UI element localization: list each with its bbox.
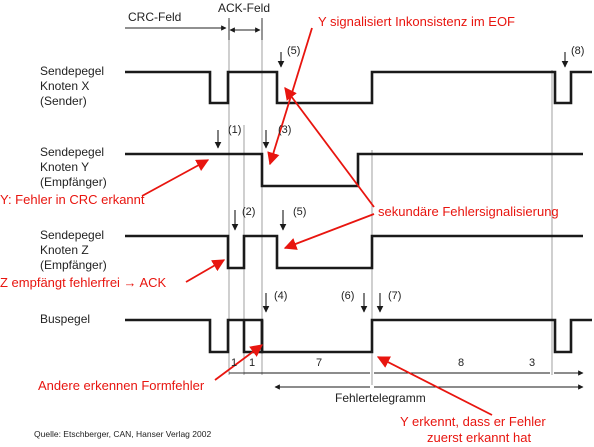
marker-6: (6) bbox=[341, 290, 355, 302]
source-citation: Quelle: Etschberger, CAN, Hanser Verlag … bbox=[34, 429, 212, 439]
arrow-y-crc bbox=[141, 159, 210, 197]
duration-lines bbox=[229, 370, 584, 390]
marker-8: (8) bbox=[571, 45, 585, 57]
waveform-bus-main bbox=[260, 318, 592, 354]
event-arrows bbox=[214, 52, 569, 313]
signal-label-z: Sendepegel Knoten Z (Empfänger) bbox=[40, 228, 107, 273]
marker-5a: (5) bbox=[287, 45, 301, 57]
signal-label-line: (Empfänger) bbox=[40, 175, 107, 189]
duration-8: 8 bbox=[458, 357, 465, 369]
duration-7: 7 bbox=[316, 357, 323, 369]
marker-4: (4) bbox=[274, 290, 288, 302]
annotation-y-eof: Y signalisiert Inkonsistenz im EOF bbox=[318, 14, 515, 29]
duration-1b: 1 bbox=[249, 357, 256, 369]
waveform-x bbox=[125, 70, 592, 105]
annotation-arrows bbox=[141, 27, 493, 416]
annotation-y-first-1: Y erkennt, dass er Fehler bbox=[400, 414, 546, 429]
annotation-y-first-2: zuerst erkannt hat bbox=[427, 430, 532, 445]
marker-1: (1) bbox=[228, 124, 242, 136]
waveforms bbox=[125, 70, 592, 354]
marker-2: (2) bbox=[242, 206, 256, 218]
signal-label-line: (Sender) bbox=[40, 94, 87, 108]
annotation-others: Andere erkennen Formfehler bbox=[38, 378, 205, 393]
annotation-z-ack: Z empfängt fehlerfrei → ACK bbox=[0, 275, 167, 290]
signal-label-line: Knoten Z bbox=[40, 243, 89, 257]
duration-3: 3 bbox=[529, 357, 536, 369]
marker-5b: (5) bbox=[293, 206, 307, 218]
waveform-y bbox=[125, 152, 583, 188]
arrow-secondary-x bbox=[284, 86, 375, 208]
annotation-y-crc: Y: Fehler in CRC erkannt bbox=[0, 192, 145, 207]
marker-7: (7) bbox=[388, 290, 402, 302]
signal-label-line: Knoten X bbox=[40, 79, 90, 93]
arrow-z-ack bbox=[185, 259, 226, 283]
signal-label-line: Sendepegel bbox=[40, 64, 105, 78]
marker-3: (3) bbox=[278, 124, 292, 136]
arrow-secondary-z bbox=[283, 213, 375, 250]
crc-field-label: CRC-Feld bbox=[128, 10, 182, 24]
error-frame-label: Fehlertelegramm bbox=[335, 391, 426, 405]
arrow-others bbox=[214, 344, 264, 381]
duration-1a: 1 bbox=[231, 357, 238, 369]
header-brackets bbox=[125, 18, 263, 40]
arrow-y-first bbox=[376, 356, 493, 416]
ack-field-label: ACK-Feld bbox=[218, 1, 271, 15]
annotation-secondary: sekundäre Fehlersignalisierung bbox=[378, 204, 559, 219]
waveform-bus bbox=[125, 318, 264, 354]
signal-label-bus: Buspegel bbox=[40, 312, 91, 326]
signal-label-y: Sendepegel Knoten Y (Empfänger) bbox=[40, 145, 107, 190]
signal-label-x: Sendepegel Knoten X (Sender) bbox=[40, 64, 104, 109]
waveform-z bbox=[125, 234, 583, 270]
signal-label-line: Sendepegel bbox=[40, 228, 105, 242]
signal-label-line: (Empfänger) bbox=[40, 258, 107, 272]
signal-label-line: Sendepegel bbox=[40, 145, 105, 159]
signal-label-line: Knoten Y bbox=[40, 160, 90, 174]
